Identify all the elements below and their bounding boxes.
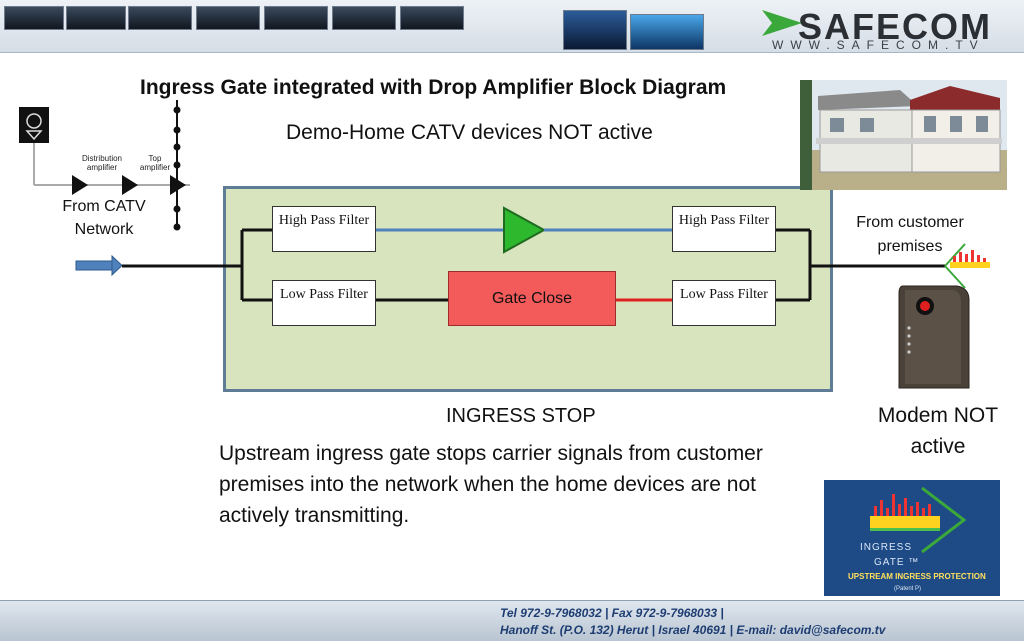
logo-text: SAFECOM — [798, 6, 992, 47]
modem-label: Modem NOT active — [877, 404, 999, 458]
low-pass-filter-right: Low Pass Filter — [672, 280, 776, 326]
header-thumbnail — [196, 6, 260, 30]
from-customer-label: From customer premises — [856, 214, 964, 255]
logo-line1: INGRESS — [860, 542, 913, 553]
top-amplifier-label: Top amplifier — [139, 154, 171, 172]
amplifier-triangle-icon — [503, 206, 547, 254]
headend-icon — [19, 107, 49, 143]
from-catv-label: From CATV Network — [62, 198, 146, 238]
header-thumbnail — [4, 6, 64, 30]
footer-contact-line: Tel 972-9-7968032 | Fax 972-9-7968033 | — [500, 606, 724, 620]
footer-address-line: Hanoff St. (P.O. 132) Herut | Israel 406… — [500, 623, 886, 637]
diagram-subtitle: Demo-Home CATV devices NOT active — [286, 121, 653, 144]
logo-line3: UPSTREAM INGRESS PROTECTION — [848, 572, 986, 581]
header-thumbnail — [264, 6, 328, 30]
header-photo — [563, 10, 627, 50]
header-photo — [630, 14, 704, 50]
low-pass-filter-left: Low Pass Filter — [272, 280, 376, 326]
distribution-amplifier-icon — [72, 175, 88, 195]
ingress-gate-logo: INGRESS GATE ™ UPSTREAM INGRESS PROTECTI… — [824, 480, 1000, 596]
logo-line4: (Patent P) — [894, 586, 922, 592]
header-thumbnail — [66, 6, 126, 30]
catv-network-diagram — [19, 100, 190, 231]
logo-url: WWW.SAFECOM.TV — [772, 38, 985, 52]
input-arrow-icon — [75, 260, 115, 271]
header-thumbnail — [128, 6, 192, 30]
header-band — [0, 0, 1024, 53]
header-thumbnail — [400, 6, 464, 30]
description-text: Upstream ingress gate stops carrier sign… — [219, 442, 763, 527]
high-pass-filter-left: High Pass Filter — [272, 206, 376, 252]
gate-close-block: Gate Close — [448, 271, 616, 326]
logo-line2: GATE ™ — [874, 557, 920, 568]
header-thumbnail — [332, 6, 396, 30]
top-amplifier-icon — [122, 175, 138, 195]
spectrum-icon — [950, 250, 990, 268]
cable-modem-icon — [898, 285, 970, 389]
safecom-logo-arrow-icon — [762, 10, 802, 36]
house-photo — [800, 80, 1007, 190]
distribution-amplifier-label: Distribution amplifier — [81, 154, 122, 172]
high-pass-filter-right: High Pass Filter — [672, 206, 776, 252]
status-label: INGRESS STOP — [446, 405, 596, 427]
footer-band — [0, 600, 1024, 641]
diagram-title: Ingress Gate integrated with Drop Amplif… — [140, 76, 727, 99]
